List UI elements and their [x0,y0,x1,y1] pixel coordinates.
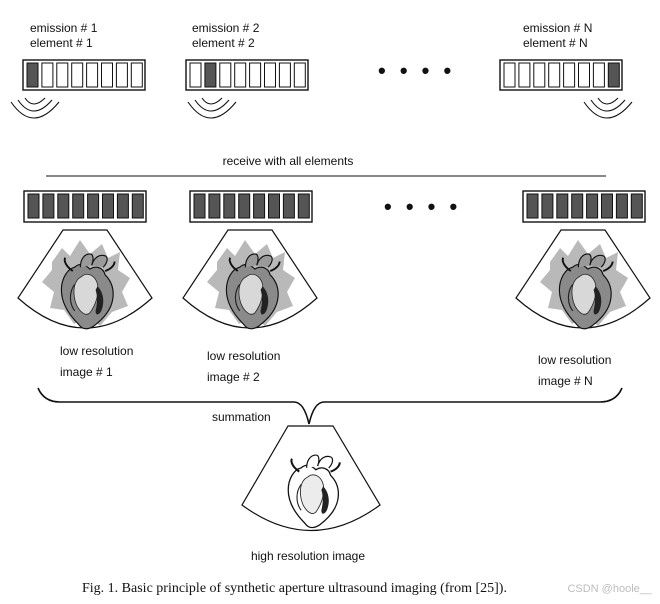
transducer-elements [27,193,144,219]
transducer-element [297,193,310,219]
ultrasound-image [17,229,153,330]
emission-2: emission # 2 element # 2 [185,21,309,119]
transducer-element [87,193,100,219]
wavefront-icon [10,97,60,119]
transducer-element [264,62,276,88]
ultrasound-image [515,229,651,330]
receive-group-n: low resolution image # N [515,190,651,388]
transducer-element [541,193,554,219]
image-label-line2: image # 1 [60,365,113,379]
transducer-element [630,193,643,219]
transducer-element [503,62,516,88]
transducer-element [189,62,202,88]
image-label-line2: image # N [538,374,593,388]
transducer-element [615,193,628,219]
element-label: element # 1 [30,36,93,50]
emission-n: emission # N element # N [499,21,633,119]
transducer-element [56,62,69,88]
transducer-element [548,62,561,88]
figure-caption: Fig. 1. Basic principle of synthetic ape… [82,581,507,596]
transducer-element [249,62,262,88]
transducer-element [116,193,129,219]
transducer-element [526,193,539,219]
wavefront-icon [583,97,633,119]
summation-label: summation [212,410,271,424]
ellipsis-middle: • • • • [384,194,461,219]
transducer-element [253,193,266,219]
transducer-element [601,193,613,219]
transducer-element [282,193,295,219]
emission-label: emission # 1 [30,21,98,35]
transducer-array [23,190,147,223]
transducer-element [130,62,143,88]
transducer-element [563,62,576,88]
watermark: CSDN @hoole__ [567,583,652,595]
transducer-element [42,193,55,219]
transducer-element [268,193,280,219]
transducer-element [556,193,569,219]
heart-icon [287,454,341,529]
transducer-element [219,62,232,88]
element-label: element # N [523,36,588,50]
image-label-line1: low resolution [538,353,611,367]
transducer-element [102,193,114,219]
transducer-element [208,193,221,219]
transducer-element [72,193,85,219]
transducer-element [278,62,291,88]
transducer-element [115,62,128,88]
transducer-array [185,59,309,91]
transducer-elements [526,193,643,219]
transducer-array [22,59,146,91]
transducer-element [101,62,113,88]
receive-group-2: low resolution image # 2 [182,190,318,384]
transducer-element [193,193,206,219]
image-label-line1: low resolution [60,344,133,358]
transducer-element [71,62,84,88]
summation-brace [37,387,623,425]
ultrasound-image [182,229,318,330]
image-label-line2: image # 2 [207,370,260,384]
transducer-elements [503,62,620,88]
transducer-array [522,190,646,223]
transducer-element [586,193,599,219]
high-resolution-image [241,425,381,531]
transducer-element [86,62,99,88]
receive-group-1: low resolution image # 1 [17,190,153,379]
transducer-element [578,62,590,88]
transducer-element [234,62,247,88]
element-label: element # 2 [192,36,255,50]
emission-label: emission # 2 [192,21,260,35]
receive-label: receive with all elements [223,154,354,168]
transducer-element [27,193,40,219]
transducer-element [533,62,546,88]
transducer-element [131,193,144,219]
transducer-array [499,59,623,91]
emission-1: emission # 1 element # 1 [10,21,146,119]
transducer-element [204,62,217,88]
wavefront-icon [187,97,237,119]
transducer-element [238,193,251,219]
transducer-element [293,62,306,88]
transducer-elements [26,62,143,88]
result-label: high resolution image [251,549,365,563]
transducer-elements [189,62,306,88]
image-label-line1: low resolution [207,349,280,363]
transducer-element [592,62,605,88]
transducer-element [41,62,54,88]
transducer-element [518,62,531,88]
transducer-element [26,62,39,88]
transducer-element [57,193,70,219]
transducer-array [189,190,313,223]
emission-label: emission # N [523,21,592,35]
transducer-element [571,193,584,219]
ellipsis-top: • • • • [378,58,455,83]
transducer-elements [193,193,310,219]
transducer-element [607,62,620,88]
transducer-element [223,193,236,219]
